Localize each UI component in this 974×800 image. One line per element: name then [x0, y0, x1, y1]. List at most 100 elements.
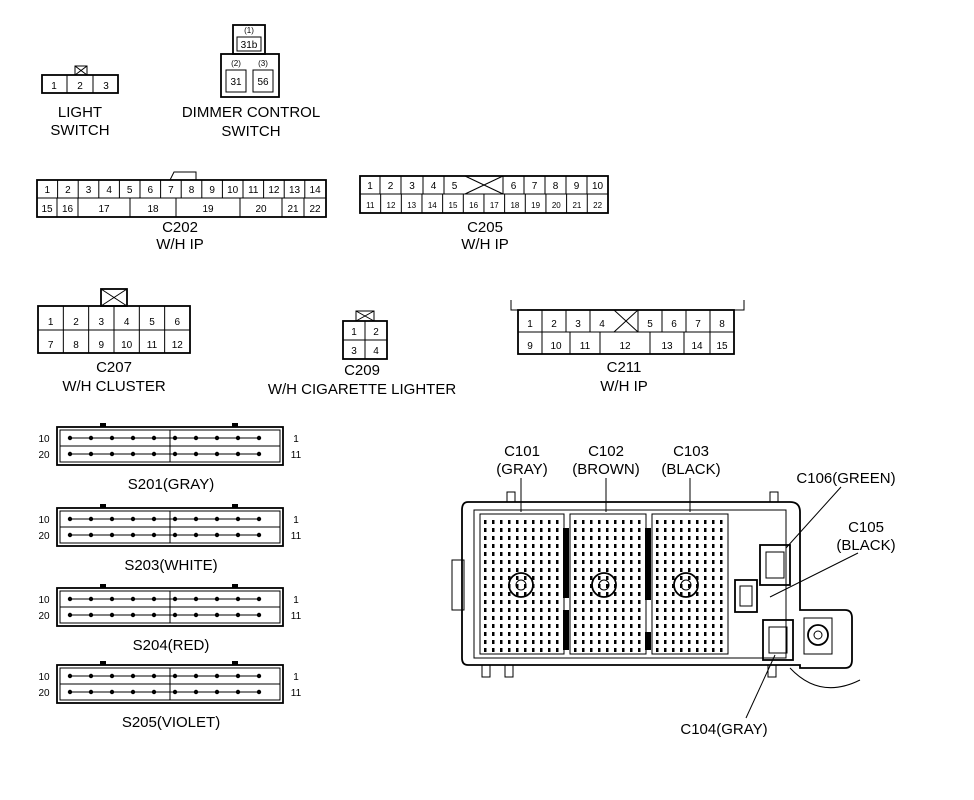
c205-bottom-pin-16: 16	[469, 201, 478, 210]
c205-top-pin-5: 5	[452, 181, 458, 192]
light-switch-label-line1: LIGHT	[58, 104, 102, 121]
c205-bottom-pin-19: 19	[531, 201, 540, 210]
splice-left-bottom-label: 20	[38, 611, 50, 622]
c104-connector	[762, 619, 794, 661]
c202-top-pin-4: 4	[106, 185, 112, 196]
c202-top-pin-10: 10	[227, 185, 239, 196]
c202-top-pin-9: 9	[209, 185, 215, 196]
c205-bottom-pin-17: 17	[490, 201, 499, 210]
c211-top-pin-1: 1	[527, 319, 533, 330]
c205-top-pin-3: 3	[409, 181, 415, 192]
splice-packs: 1020111S201(GRAY)1020111S203(WHITE)10201…	[38, 423, 302, 731]
c207-top-pin-4: 4	[124, 317, 130, 328]
c202-top-pin-14: 14	[310, 185, 322, 196]
c202-top-pin-2: 2	[65, 185, 71, 196]
c102-name: C102	[588, 443, 624, 460]
dimmer-switch-label-line2: SWITCH	[221, 123, 280, 140]
splice-label: S201(GRAY)	[128, 476, 214, 493]
c207-bottom-pin-7: 7	[48, 340, 54, 351]
c205-top-pin-1: 1	[367, 181, 373, 192]
light-switch-pin-1: 1	[51, 81, 57, 92]
splice-left-top-label: 10	[38, 672, 50, 683]
c106-label: C106(GREEN)	[796, 470, 895, 487]
c207-bottom-pin-9: 9	[99, 340, 105, 351]
c211-top-pin-6: 6	[671, 319, 677, 330]
c207-bottom-pin-8: 8	[73, 340, 79, 351]
c105-name: C105	[848, 519, 884, 536]
splice-right-top-label: 1	[293, 515, 299, 526]
c105-connector	[734, 579, 758, 613]
c205-bottom-pin-20: 20	[552, 201, 561, 210]
c211-bottom-pin-9: 9	[527, 341, 533, 352]
c207-top-pin-6: 6	[175, 317, 181, 328]
c211-bottom-pin-14: 14	[691, 341, 703, 352]
c202-bottom-pin-22: 22	[309, 204, 321, 215]
c202-top-pin-3: 3	[86, 185, 92, 196]
c103-cavity	[651, 513, 729, 655]
c205-top-pin-4: 4	[431, 181, 437, 192]
c209-name: C209	[344, 362, 380, 379]
c202-top-pin-7: 7	[168, 185, 174, 196]
c211-bottom-pin-13: 13	[661, 341, 673, 352]
c202-top-pin-6: 6	[148, 185, 154, 196]
c205-bottom-pin-11: 11	[366, 201, 375, 210]
c205-top-pin-10: 10	[592, 181, 604, 192]
c209-desc: W/H CIGARETTE LIGHTER	[268, 381, 457, 398]
c207-top-pin-5: 5	[149, 317, 155, 328]
c105-color: (BLACK)	[836, 537, 895, 554]
light-switch-pin-3: 3	[103, 81, 109, 92]
c106-connector	[759, 544, 791, 586]
c205-top-pin-8: 8	[553, 181, 559, 192]
c209-pin-4: 4	[373, 346, 379, 357]
fuse-block: C101 (GRAY) C102 (BROWN) C103 (BLACK) C1…	[451, 443, 896, 738]
c202-desc: W/H IP	[156, 236, 204, 253]
splice-label: S205(VIOLET)	[122, 714, 220, 731]
splice-right-top-label: 1	[293, 434, 299, 445]
splice-left-top-label: 10	[38, 595, 50, 606]
c211-top-pin-2: 2	[551, 319, 557, 330]
splice-right-bottom-label: 11	[291, 450, 302, 461]
splice-left-bottom-label: 20	[38, 688, 50, 699]
c101-name: C101	[504, 443, 540, 460]
c211-name: C211	[607, 359, 642, 376]
c207-bottom-pin-10: 10	[121, 340, 133, 351]
c207-top-pin-3: 3	[99, 317, 105, 328]
c211-top-pin-7: 7	[695, 319, 701, 330]
splice-left-bottom-label: 20	[38, 531, 50, 542]
c209-connector: 1 2 3 4 C209 W/H CIGARETTE LIGHTER	[268, 310, 457, 398]
c104-label: C104(GRAY)	[680, 721, 767, 738]
c202-top-pin-8: 8	[189, 185, 195, 196]
c202-bottom-pin-16: 16	[62, 204, 74, 215]
splice-right-bottom-label: 11	[291, 611, 302, 622]
c205-bottom-pin-12: 12	[387, 201, 396, 210]
c207-name: C207	[96, 359, 132, 376]
c211-bottom-pin-15: 15	[716, 341, 728, 352]
dimmer-pin-31b: 31b	[241, 40, 258, 51]
dimmer-switch-connector: (1) (2) (3) 31b 31 56 DIMMER CONTROL SWI…	[182, 24, 320, 140]
c205-name: C205	[467, 219, 503, 236]
c211-top-pin-8: 8	[719, 319, 725, 330]
c202-bottom-pin-17: 17	[98, 204, 110, 215]
c211-bottom-pin-10: 10	[550, 341, 562, 352]
c202-top-pin-1: 1	[45, 185, 51, 196]
c205-bottom-pin-15: 15	[449, 201, 458, 210]
c101-color: (GRAY)	[496, 461, 547, 478]
dimmer-pin-31: 31	[230, 77, 242, 88]
splice-left-top-label: 10	[38, 434, 50, 445]
splice-right-top-label: 1	[293, 595, 299, 606]
c205-desc: W/H IP	[461, 236, 509, 253]
c205-bottom-pin-18: 18	[510, 201, 519, 210]
splice-right-top-label: 1	[293, 672, 299, 683]
